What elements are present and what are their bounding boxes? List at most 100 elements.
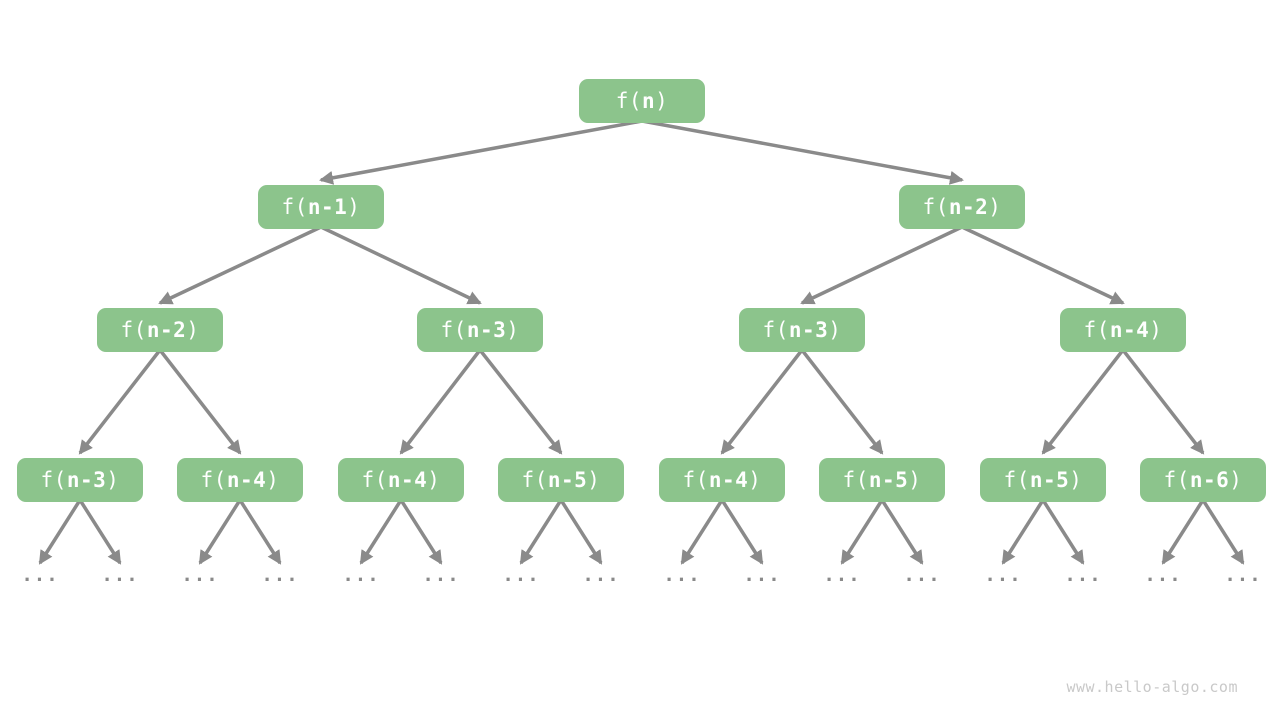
edge-arrow	[1041, 348, 1125, 455]
edge-arrow	[800, 348, 884, 455]
node-label-prefix: f(	[1083, 318, 1110, 342]
tree-node: f(n-3)	[417, 308, 543, 352]
node-label-suffix: )	[186, 318, 200, 342]
node-label-prefix: f(	[361, 468, 388, 492]
ellipsis-leaf: ...	[903, 564, 941, 586]
ellipsis-leaf: ...	[422, 564, 460, 586]
node-label-suffix: )	[908, 468, 922, 492]
node-label-suffix: )	[828, 318, 842, 342]
edge-arrow	[1001, 499, 1045, 565]
node-label-prefix: f(	[842, 468, 869, 492]
edge-arrow	[1121, 348, 1205, 455]
node-label-suffix: )	[106, 468, 120, 492]
ellipsis-leaf: ...	[984, 564, 1022, 586]
edge-arrow	[319, 119, 643, 185]
edge-arrow	[519, 499, 563, 565]
tree-node: f(n-2)	[97, 308, 223, 352]
node-label-suffix: )	[347, 195, 361, 219]
node-label-prefix: f(	[40, 468, 67, 492]
ellipsis-leaf: ...	[1064, 564, 1102, 586]
node-label-variable: n-5	[868, 468, 909, 492]
node-label-variable: n-6	[1189, 468, 1230, 492]
ellipsis-leaf: ...	[823, 564, 861, 586]
tree-node: f(n)	[579, 79, 705, 123]
node-label-variable: n-1	[307, 195, 348, 219]
node-label-prefix: f(	[200, 468, 227, 492]
ellipsis-leaf: ...	[342, 564, 380, 586]
edge-arrow	[158, 348, 242, 455]
ellipsis-leaf: ...	[502, 564, 540, 586]
edge-arrow	[399, 499, 443, 565]
edge-arrow	[320, 225, 482, 305]
tree-node: f(n-2)	[899, 185, 1025, 229]
node-label-suffix: )	[655, 89, 669, 113]
node-label-suffix: )	[988, 195, 1002, 219]
node-label-variable: n-3	[788, 318, 829, 342]
node-label-suffix: )	[748, 468, 762, 492]
node-label-prefix: f(	[1163, 468, 1190, 492]
node-label-suffix: )	[506, 318, 520, 342]
edge-arrow	[680, 499, 724, 565]
tree-node: f(n-3)	[739, 308, 865, 352]
tree-node: f(n-1)	[258, 185, 384, 229]
edge-arrow	[78, 499, 122, 565]
edge-arrow	[1161, 499, 1205, 565]
edge-arrow	[359, 499, 403, 565]
node-label-prefix: f(	[281, 195, 308, 219]
ellipsis-leaf: ...	[1144, 564, 1182, 586]
node-label-variable: n-4	[226, 468, 267, 492]
ellipsis-leaf: ...	[743, 564, 781, 586]
node-label-variable: n-4	[708, 468, 749, 492]
tree-node: f(n-4)	[338, 458, 464, 502]
tree-node: f(n-5)	[819, 458, 945, 502]
node-label-suffix: )	[587, 468, 601, 492]
node-label-prefix: f(	[615, 89, 642, 113]
watermark: www.hello-algo.com	[1066, 678, 1238, 696]
edge-arrow	[478, 348, 563, 455]
node-label-suffix: )	[1229, 468, 1243, 492]
node-label-variable: n-5	[547, 468, 588, 492]
ellipsis-leaf: ...	[261, 564, 299, 586]
node-label-variable: n-2	[948, 195, 989, 219]
ellipsis-leaf: ...	[21, 564, 59, 586]
node-label-suffix: )	[1149, 318, 1163, 342]
node-label-prefix: f(	[922, 195, 949, 219]
node-label-prefix: f(	[1003, 468, 1030, 492]
edge-arrow	[961, 225, 1125, 305]
edge-arrow	[238, 499, 282, 565]
tree-node: f(n-4)	[177, 458, 303, 502]
node-label-prefix: f(	[440, 318, 467, 342]
node-label-suffix: )	[427, 468, 441, 492]
tree-node: f(n-4)	[1060, 308, 1186, 352]
tree-node: f(n-4)	[659, 458, 785, 502]
node-label-prefix: f(	[762, 318, 789, 342]
node-label-variable: n-4	[387, 468, 428, 492]
edge-arrow	[880, 499, 924, 565]
node-label-suffix: )	[266, 468, 280, 492]
node-label-suffix: )	[1069, 468, 1083, 492]
ellipsis-leaf: ...	[1224, 564, 1262, 586]
node-label-variable: n-3	[466, 318, 507, 342]
edge-arrow	[641, 119, 964, 185]
tree-node: f(n-5)	[498, 458, 624, 502]
edge-arrow	[1201, 499, 1245, 565]
edge-arrow	[198, 499, 242, 565]
ellipsis-leaf: ...	[663, 564, 701, 586]
tree-node: f(n-6)	[1140, 458, 1266, 502]
node-label-variable: n-5	[1029, 468, 1070, 492]
tree-node: f(n-5)	[980, 458, 1106, 502]
node-label-variable: n-3	[66, 468, 107, 492]
node-label-variable: n	[641, 89, 656, 113]
node-label-prefix: f(	[521, 468, 548, 492]
tree-node: f(n-3)	[17, 458, 143, 502]
edge-arrow	[720, 348, 804, 455]
edge-arrow	[559, 499, 603, 565]
edge-arrow	[800, 225, 963, 305]
node-label-variable: n-4	[1109, 318, 1150, 342]
edge-arrow	[38, 499, 82, 565]
edge-arrow	[840, 499, 884, 565]
edge-arrow	[1041, 499, 1085, 565]
edge-arrow	[399, 348, 482, 455]
